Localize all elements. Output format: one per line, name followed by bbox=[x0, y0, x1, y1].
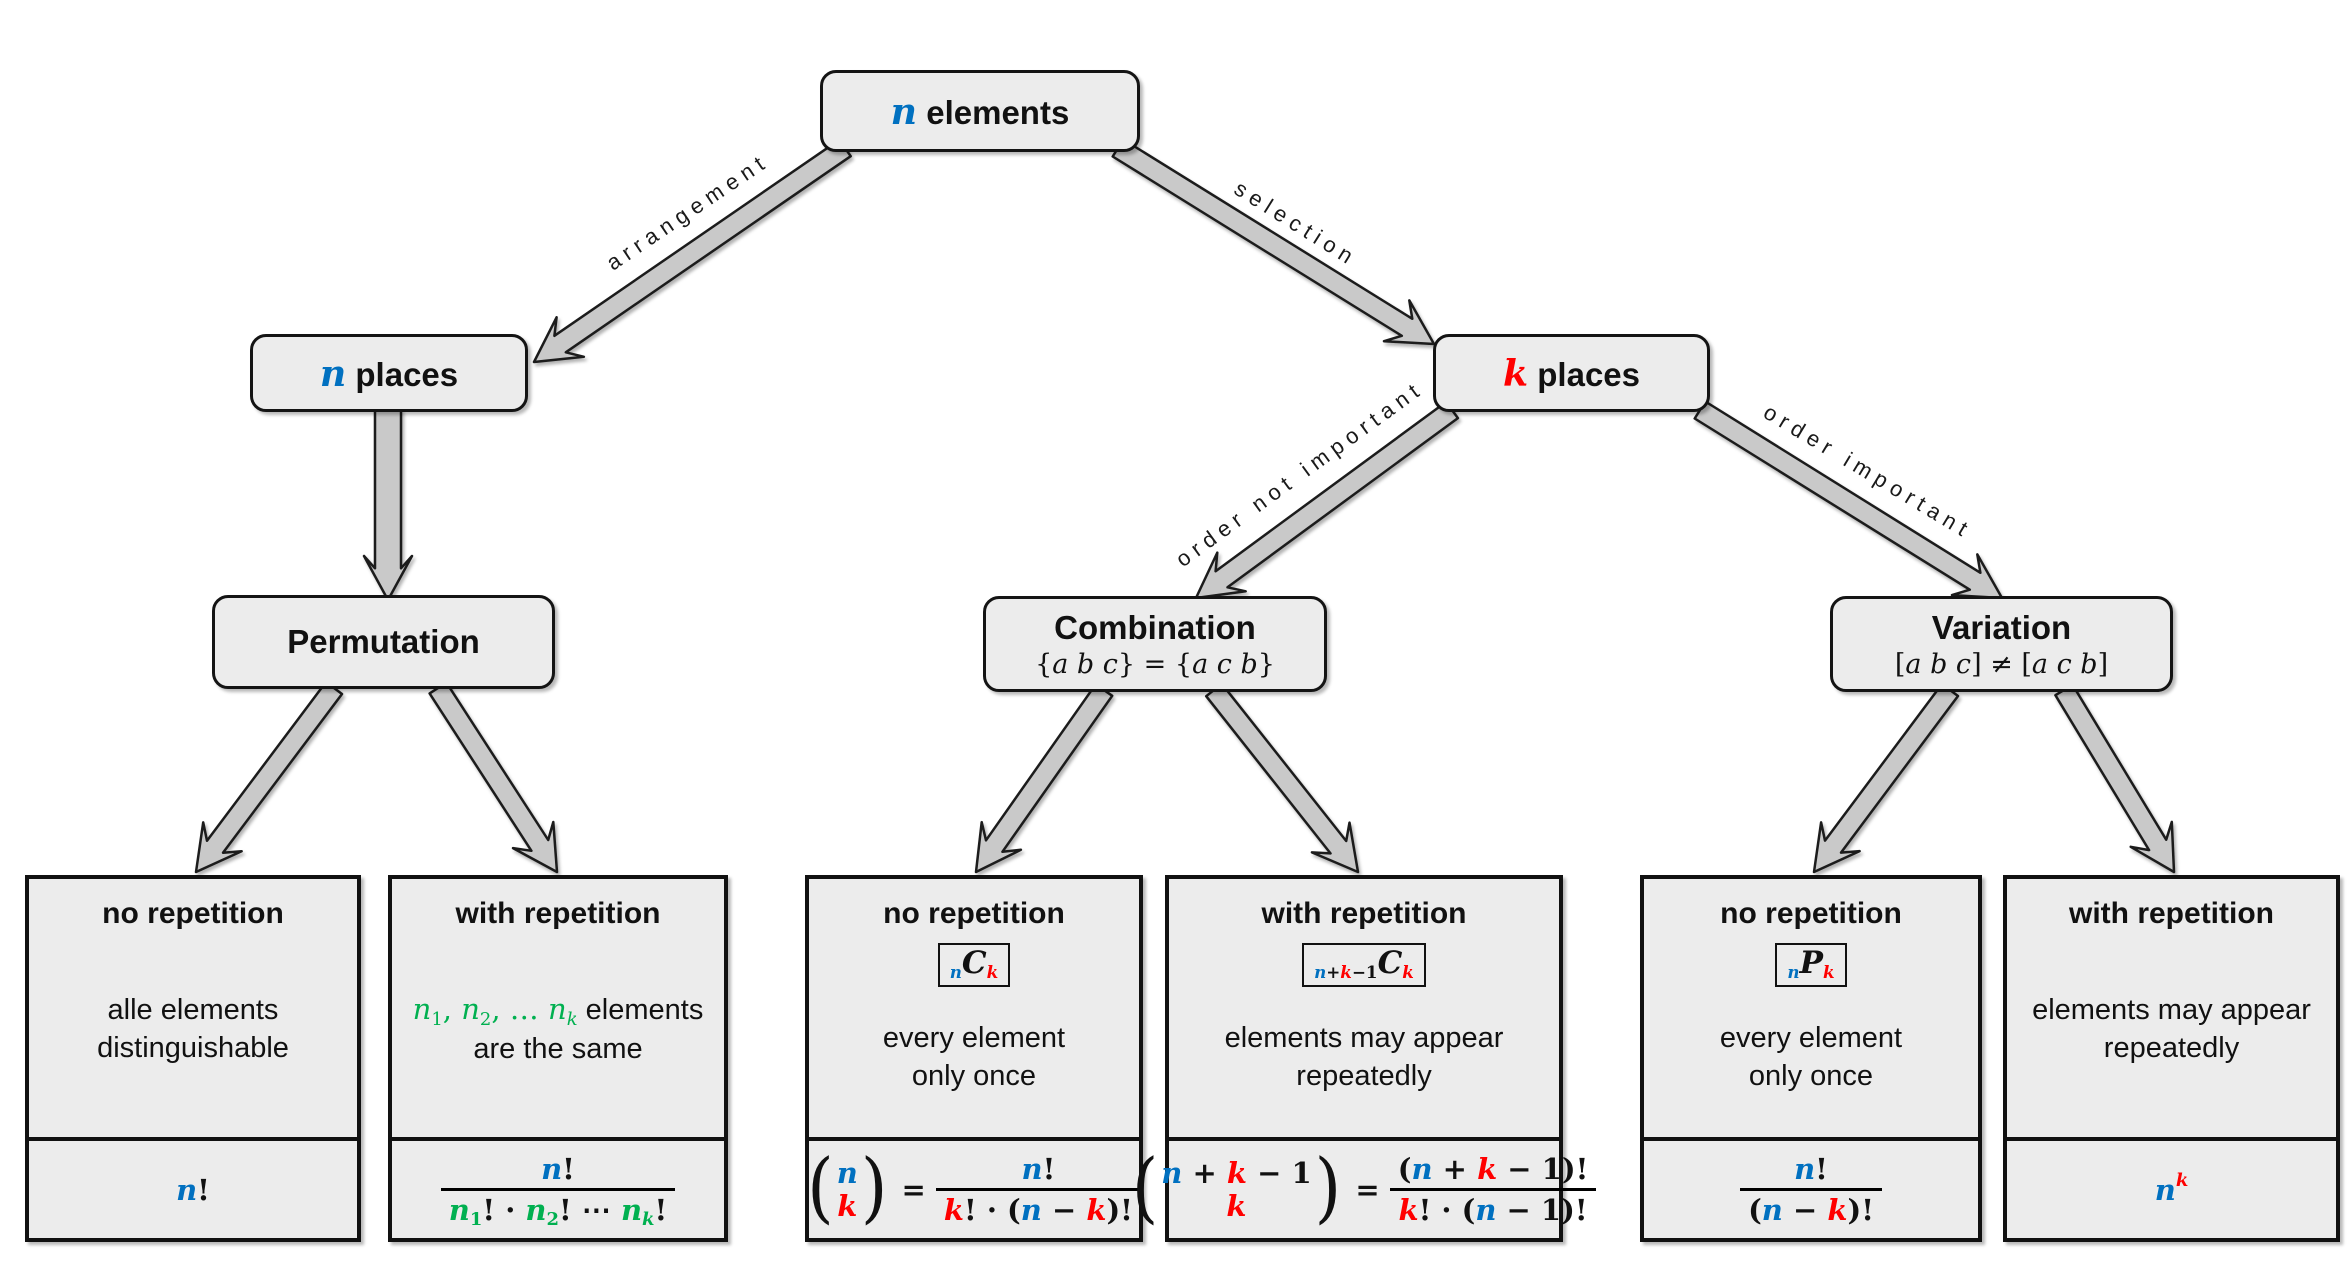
leaf-upper-section: with repetition elements may appear repea… bbox=[2007, 879, 2336, 1141]
description-line: are the same bbox=[473, 1032, 643, 1065]
description-line: alle elements bbox=[107, 993, 279, 1026]
leaf-formula: n!(n − k)! bbox=[1644, 1141, 1978, 1238]
description-line: elements may appear bbox=[2032, 993, 2311, 1026]
description-line: every element bbox=[1719, 1021, 1903, 1054]
leaf-title: with repetition bbox=[2069, 897, 2274, 930]
node-n-elements: n elements bbox=[820, 70, 1140, 152]
description-line: repeatedly bbox=[1296, 1060, 1432, 1093]
leaf-upper-section: no repetition nCk every element only once bbox=[809, 879, 1139, 1141]
leaf-notation-badge: nCk bbox=[937, 943, 1011, 988]
description-line: only once bbox=[911, 1060, 1037, 1093]
leaf-variation-no-repetition: no repetition nPk every element only once… bbox=[1640, 875, 1982, 1242]
description-line: repeatedly bbox=[2103, 1032, 2240, 1064]
node-n-elements-label: n elements bbox=[890, 89, 1070, 133]
leaf-description: elements may appear repeatedly bbox=[2026, 931, 2317, 1137]
node-k-places-label: k places bbox=[1502, 351, 1641, 395]
fraction: n!n1! · n2! ⋯ nk! bbox=[440, 1152, 676, 1230]
description-line: distinguishable bbox=[97, 1032, 289, 1064]
leaf-combination-with-repetition: with repetition n+k−1Ck elements may app… bbox=[1132, 875, 1596, 1242]
node-n-places: n places bbox=[250, 334, 528, 412]
leaf-permutation-no-repetition: no repetition alle elements distinguishab… bbox=[25, 875, 361, 1242]
description-line: only once bbox=[1748, 1060, 1874, 1093]
node-variation-title: Variation bbox=[1931, 608, 2072, 646]
leaf-description: elements may appear repeatedly bbox=[1219, 987, 1510, 1137]
leaf-upper-section: no repetition nPk every element only once bbox=[1644, 879, 1978, 1141]
arrow-connector bbox=[1111, 138, 1436, 346]
arrow-connector bbox=[428, 681, 559, 874]
arrow-connector bbox=[2054, 683, 2176, 874]
node-variation: Variation [a b c] ≠ [a c b] bbox=[1830, 596, 2173, 692]
leaf-description: alle elements distinguishable bbox=[91, 931, 295, 1137]
description-line: elements may appear bbox=[1224, 1021, 1504, 1054]
fraction: n!(n − k)! bbox=[1740, 1152, 1882, 1227]
leaf-description: every element only once bbox=[1714, 987, 1908, 1137]
fraction: (n + k − 1)!k! · (n − 1)! bbox=[1390, 1152, 1597, 1227]
arrow-connector bbox=[1204, 682, 1360, 874]
node-combination: Combination {a b c} = {a c b} bbox=[983, 596, 1327, 692]
node-combination-set-note: {a b c} = {a c b} bbox=[1035, 648, 1275, 680]
node-variation-set-note: [a b c] ≠ [a c b] bbox=[1894, 648, 2109, 680]
leaf-combination-no-repetition: no repetition nCk every element only once… bbox=[805, 875, 1143, 1242]
leaf-upper-section: no repetition alle elements distinguishab… bbox=[29, 879, 357, 1141]
leaf-title: no repetition bbox=[883, 897, 1065, 930]
leaf-title: no repetition bbox=[102, 897, 284, 930]
leaf-title: no repetition bbox=[1720, 897, 1902, 930]
leaf-notation-badge: n+k−1Ck bbox=[1302, 943, 1426, 988]
leaf-description: every element only once bbox=[877, 987, 1071, 1137]
arrow-connector bbox=[362, 408, 414, 602]
arrow-connector bbox=[1194, 400, 1460, 600]
leaf-title: with repetition bbox=[1261, 897, 1467, 930]
arrow-connector bbox=[194, 680, 344, 874]
fraction: n!k! · (n − k)! bbox=[935, 1152, 1141, 1227]
node-k-places: k places bbox=[1433, 334, 1710, 412]
description-line: every element bbox=[882, 1021, 1066, 1054]
node-combination-title: Combination bbox=[1054, 608, 1256, 646]
node-n-places-label: n places bbox=[319, 351, 459, 395]
description-line: n1, n2, … nk elements bbox=[412, 992, 704, 1030]
leaf-notation-badge: nPk bbox=[1775, 943, 1847, 988]
leaf-upper-section: with repetition n+k−1Ck elements may app… bbox=[1169, 879, 1559, 1141]
leaf-title: with repetition bbox=[455, 897, 661, 930]
leaf-formula: n! bbox=[176, 1172, 210, 1207]
arrow-connector bbox=[974, 682, 1114, 874]
arrow-connector bbox=[1812, 682, 1960, 874]
arrow-connector bbox=[1693, 400, 2004, 600]
arrow-connector bbox=[532, 138, 852, 364]
leaf-formula: n!n1! · n2! ⋯ nk! bbox=[392, 1141, 724, 1238]
node-permutation-title: Permutation bbox=[287, 623, 480, 660]
leaf-variation-with-repetition: with repetition elements may appear repea… bbox=[2003, 875, 2340, 1242]
node-permutation: Permutation bbox=[212, 595, 555, 689]
